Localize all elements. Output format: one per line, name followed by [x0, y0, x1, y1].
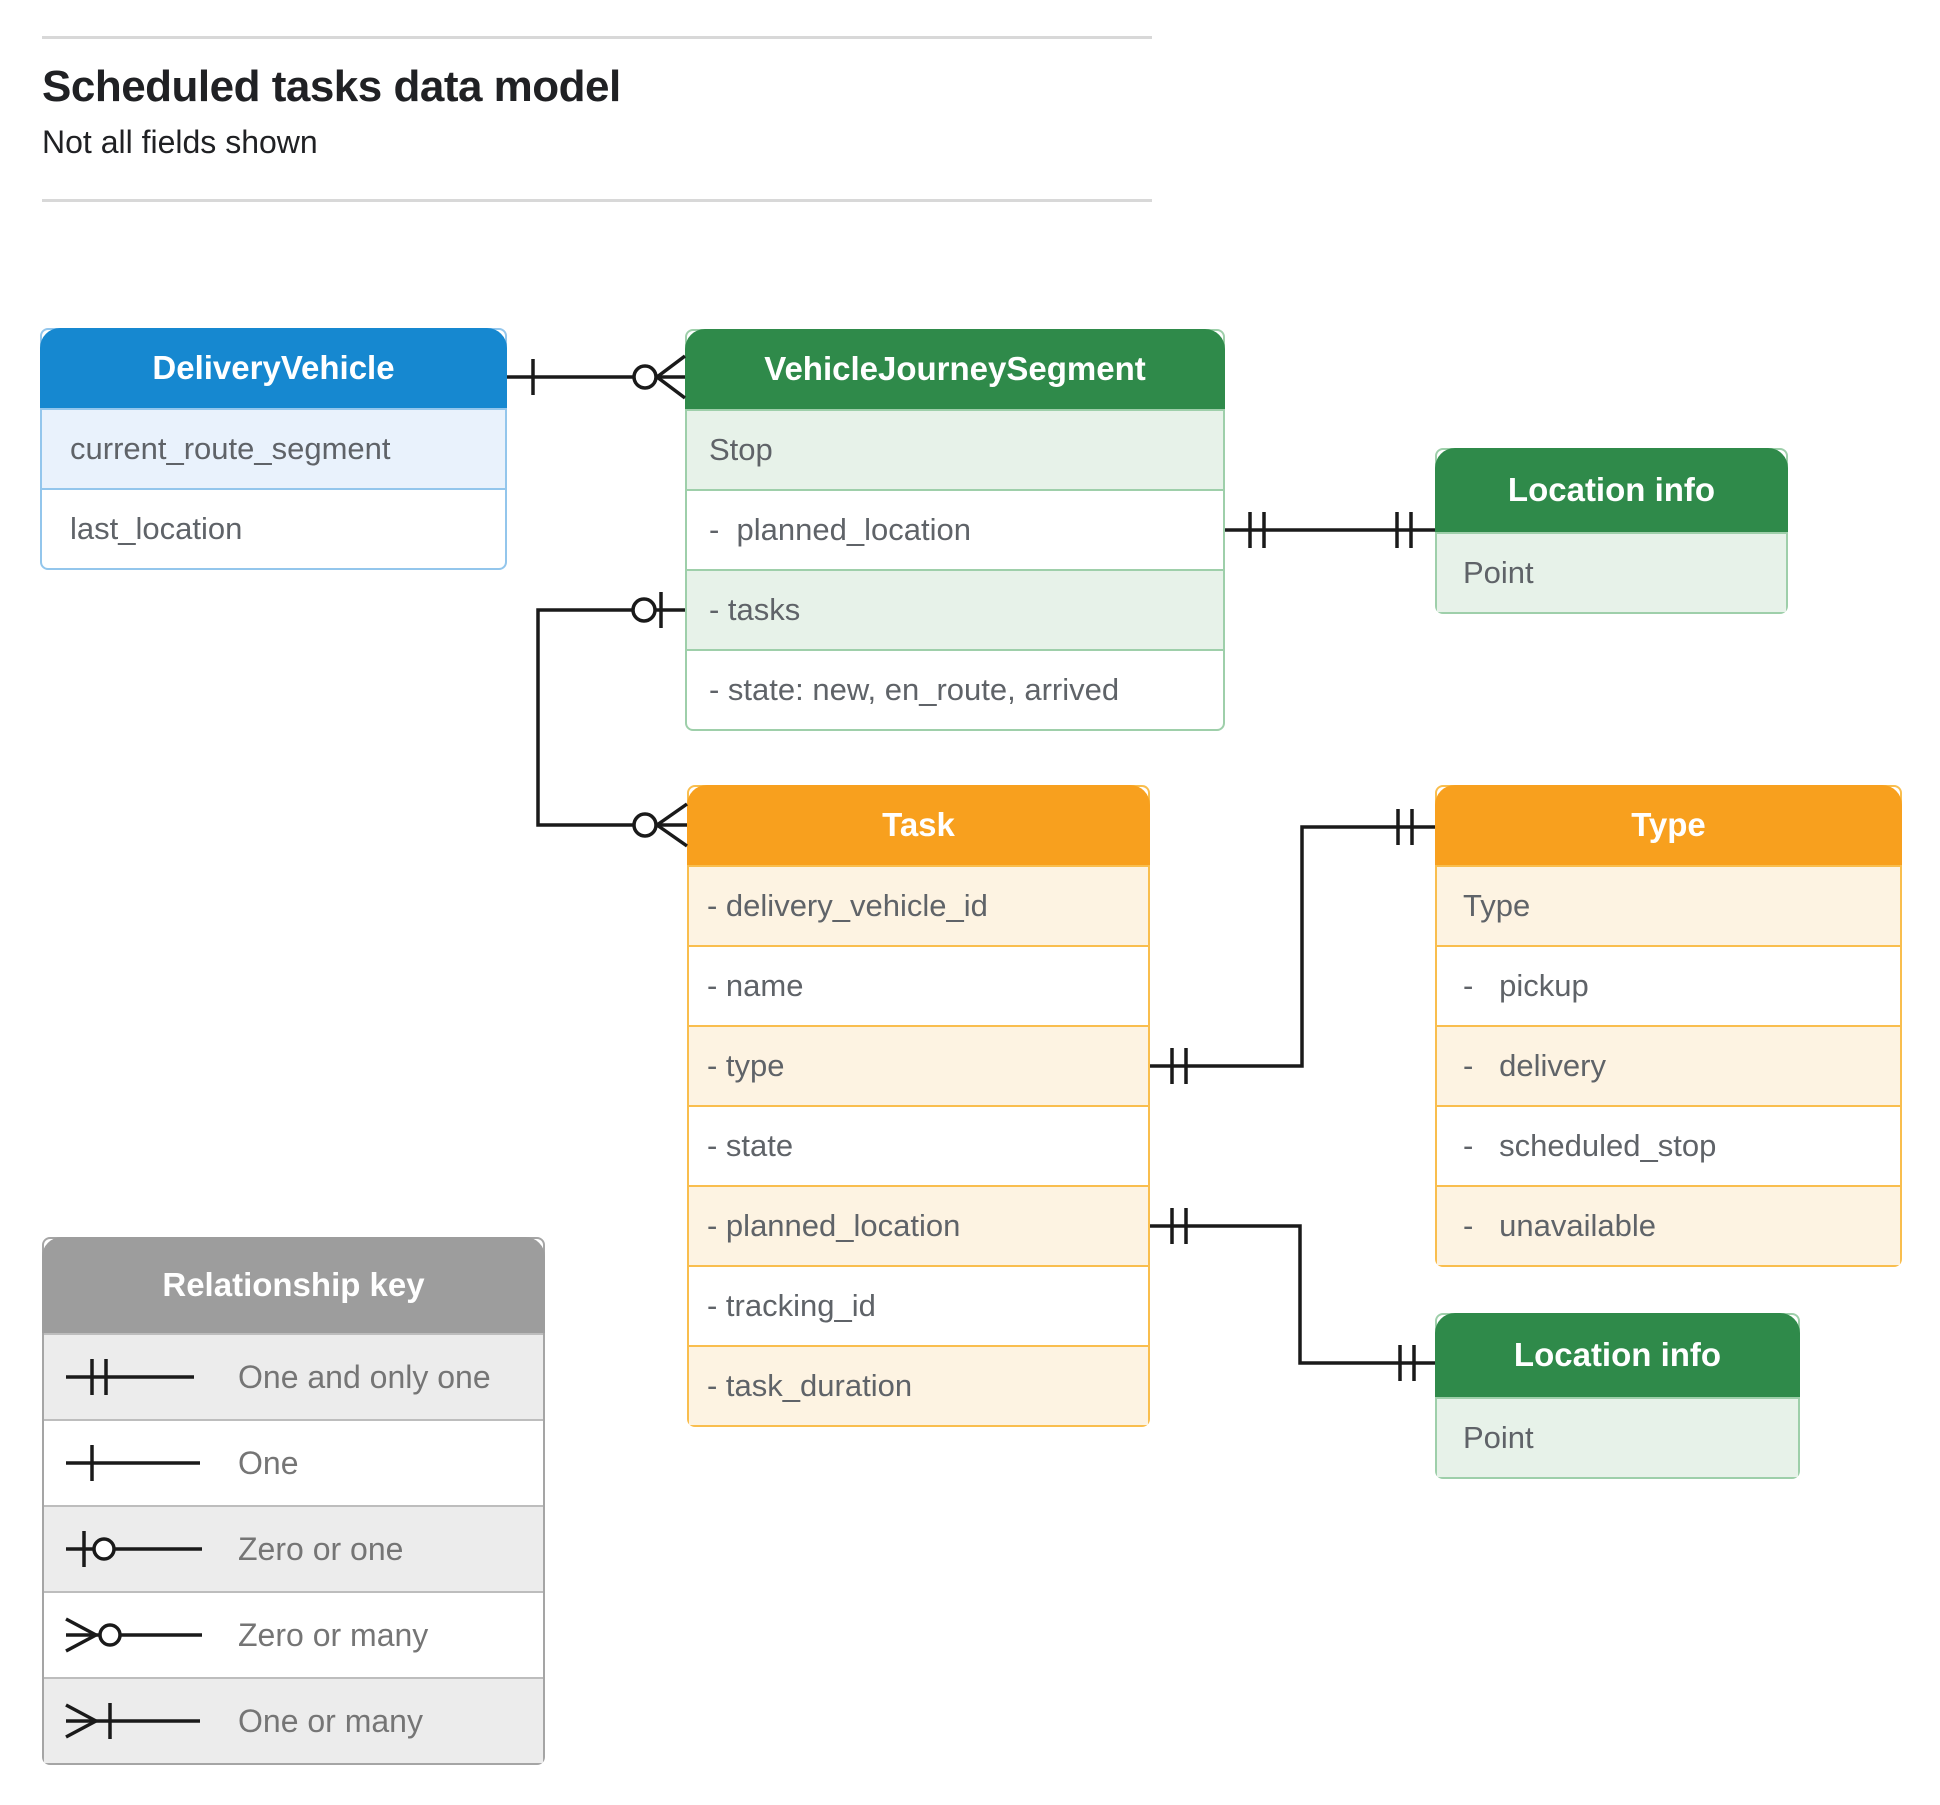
one-and-only-one-ticks	[1398, 1345, 1416, 1381]
field-label: - type	[707, 1048, 785, 1083]
entity-delivery-vehicle-header: DeliveryVehicle	[40, 328, 507, 408]
field-label: - scheduled_stop	[1463, 1128, 1717, 1163]
field-row: - tasks	[687, 569, 1223, 649]
field-row: - delivery_vehicle_id	[689, 865, 1148, 945]
field-row: - name	[689, 945, 1148, 1025]
entity-title: Location info	[1513, 1336, 1722, 1373]
legend-relationship-key: Relationship key One and only one One Ze…	[42, 1237, 545, 1765]
connector-task-locationinfo-bottom	[1150, 1208, 1435, 1381]
top-divider	[42, 36, 1152, 39]
field-row: - task_duration	[689, 1345, 1148, 1425]
legend-item: Zero or many	[44, 1591, 543, 1677]
legend-symbol-zero-or-many-icon	[65, 1617, 202, 1653]
one-and-only-one-ticks	[1395, 512, 1413, 548]
field-label: - tasks	[709, 592, 801, 627]
field-label: Type	[1463, 888, 1531, 923]
field-row: - unavailable	[1437, 1185, 1900, 1265]
field-label: - pickup	[1463, 968, 1589, 1003]
legend-label: Zero or one	[238, 1530, 404, 1567]
field-row: - state: new, en_route, arrived	[687, 649, 1223, 729]
field-label: - tracking_id	[707, 1288, 876, 1323]
legend-symbol-one-or-many-icon	[65, 1703, 200, 1739]
field-label: - planned_location	[707, 1208, 961, 1243]
field-label: Stop	[709, 432, 773, 467]
entity-location-info-bottom: Location info Point	[1435, 1313, 1800, 1479]
field-row: Type	[1437, 865, 1900, 945]
legend-item: One and only one	[44, 1333, 543, 1419]
legend-title: Relationship key	[162, 1266, 425, 1303]
legend-item: Zero or one	[44, 1505, 543, 1591]
field-row: Stop	[687, 409, 1223, 489]
entity-task: Task - delivery_vehicle_id - name - type…	[687, 785, 1150, 1427]
entity-type: Type Type - pickup - delivery - schedule…	[1435, 785, 1902, 1267]
field-label: - state	[707, 1128, 794, 1163]
connector-task-type	[1150, 809, 1435, 1084]
field-row: - type	[689, 1025, 1148, 1105]
legend-symbol-one-and-only-one-icon	[66, 1359, 194, 1395]
zero-circle	[632, 812, 658, 838]
entity-location-info-top-header: Location info	[1435, 448, 1788, 532]
one-and-only-one-ticks	[1170, 1048, 1188, 1084]
entity-title: DeliveryVehicle	[152, 349, 395, 386]
one-and-only-one-ticks	[1170, 1208, 1188, 1244]
entity-title: Location info	[1507, 471, 1716, 508]
field-row: - tracking_id	[689, 1265, 1148, 1345]
entity-location-info-top: Location info Point	[1435, 448, 1788, 614]
field-row: Point	[1437, 532, 1786, 612]
field-label: last_location	[70, 511, 243, 546]
field-label: - unavailable	[1463, 1208, 1657, 1243]
field-row: current_route_segment	[42, 408, 505, 488]
field-row: - state	[689, 1105, 1148, 1185]
legend-label: One	[238, 1444, 299, 1481]
field-label: current_route_segment	[70, 431, 391, 466]
entity-vehicle-journey-segment: VehicleJourneySegment Stop - planned_loc…	[685, 329, 1225, 731]
entity-title: Task	[882, 806, 955, 843]
field-label: Point	[1463, 1420, 1534, 1455]
entity-location-info-bottom-header: Location info	[1435, 1313, 1800, 1397]
field-row: last_location	[42, 488, 505, 568]
field-row: - planned_location	[689, 1185, 1148, 1265]
entity-type-header: Type	[1435, 785, 1902, 865]
entity-title: Type	[1631, 806, 1706, 843]
legend-item: One or many	[44, 1677, 543, 1763]
field-row: Point	[1437, 1397, 1798, 1477]
page-subtitle: Not all fields shown	[42, 124, 318, 160]
field-label: - delivery	[1463, 1048, 1606, 1083]
crow-foot	[655, 354, 687, 400]
field-label: - delivery_vehicle_id	[707, 888, 988, 923]
one-and-only-one-ticks	[1396, 809, 1414, 845]
legend-symbol-one-icon	[66, 1445, 200, 1481]
zero-circle	[631, 597, 657, 623]
one-and-only-one-ticks	[1248, 512, 1266, 548]
entity-title: VehicleJourneySegment	[764, 350, 1146, 387]
connector-deliveryvehicle-vehiclejourneysegment	[507, 354, 687, 400]
field-label: - state: new, en_route, arrived	[709, 672, 1120, 707]
field-row: - delivery	[1437, 1025, 1900, 1105]
connector-vjs-task	[536, 592, 689, 848]
field-row: - pickup	[1437, 945, 1900, 1025]
field-label: - task_duration	[707, 1368, 913, 1403]
title-divider	[42, 199, 1152, 202]
entity-delivery-vehicle: DeliveryVehicle current_route_segment la…	[40, 328, 507, 570]
entity-vehicle-journey-segment-header: VehicleJourneySegment	[685, 329, 1225, 409]
legend-label: Zero or many	[238, 1616, 429, 1653]
zero-circle	[632, 364, 658, 390]
legend-label: One or many	[238, 1702, 423, 1739]
legend-label: One and only one	[238, 1358, 491, 1395]
legend-item: One	[44, 1419, 543, 1505]
field-row: - planned_location	[687, 489, 1223, 569]
page-title: Scheduled tasks data model	[42, 62, 621, 111]
legend-symbol-zero-or-one-icon	[66, 1531, 202, 1567]
field-row: - scheduled_stop	[1437, 1105, 1900, 1185]
connector-vjs-locationinfo-top	[1225, 512, 1435, 548]
field-label: - planned_location	[709, 512, 971, 547]
field-label: Point	[1463, 555, 1534, 590]
crow-foot	[655, 802, 689, 848]
field-label: - name	[707, 968, 804, 1003]
legend-header: Relationship key	[42, 1237, 545, 1333]
entity-task-header: Task	[687, 785, 1150, 865]
